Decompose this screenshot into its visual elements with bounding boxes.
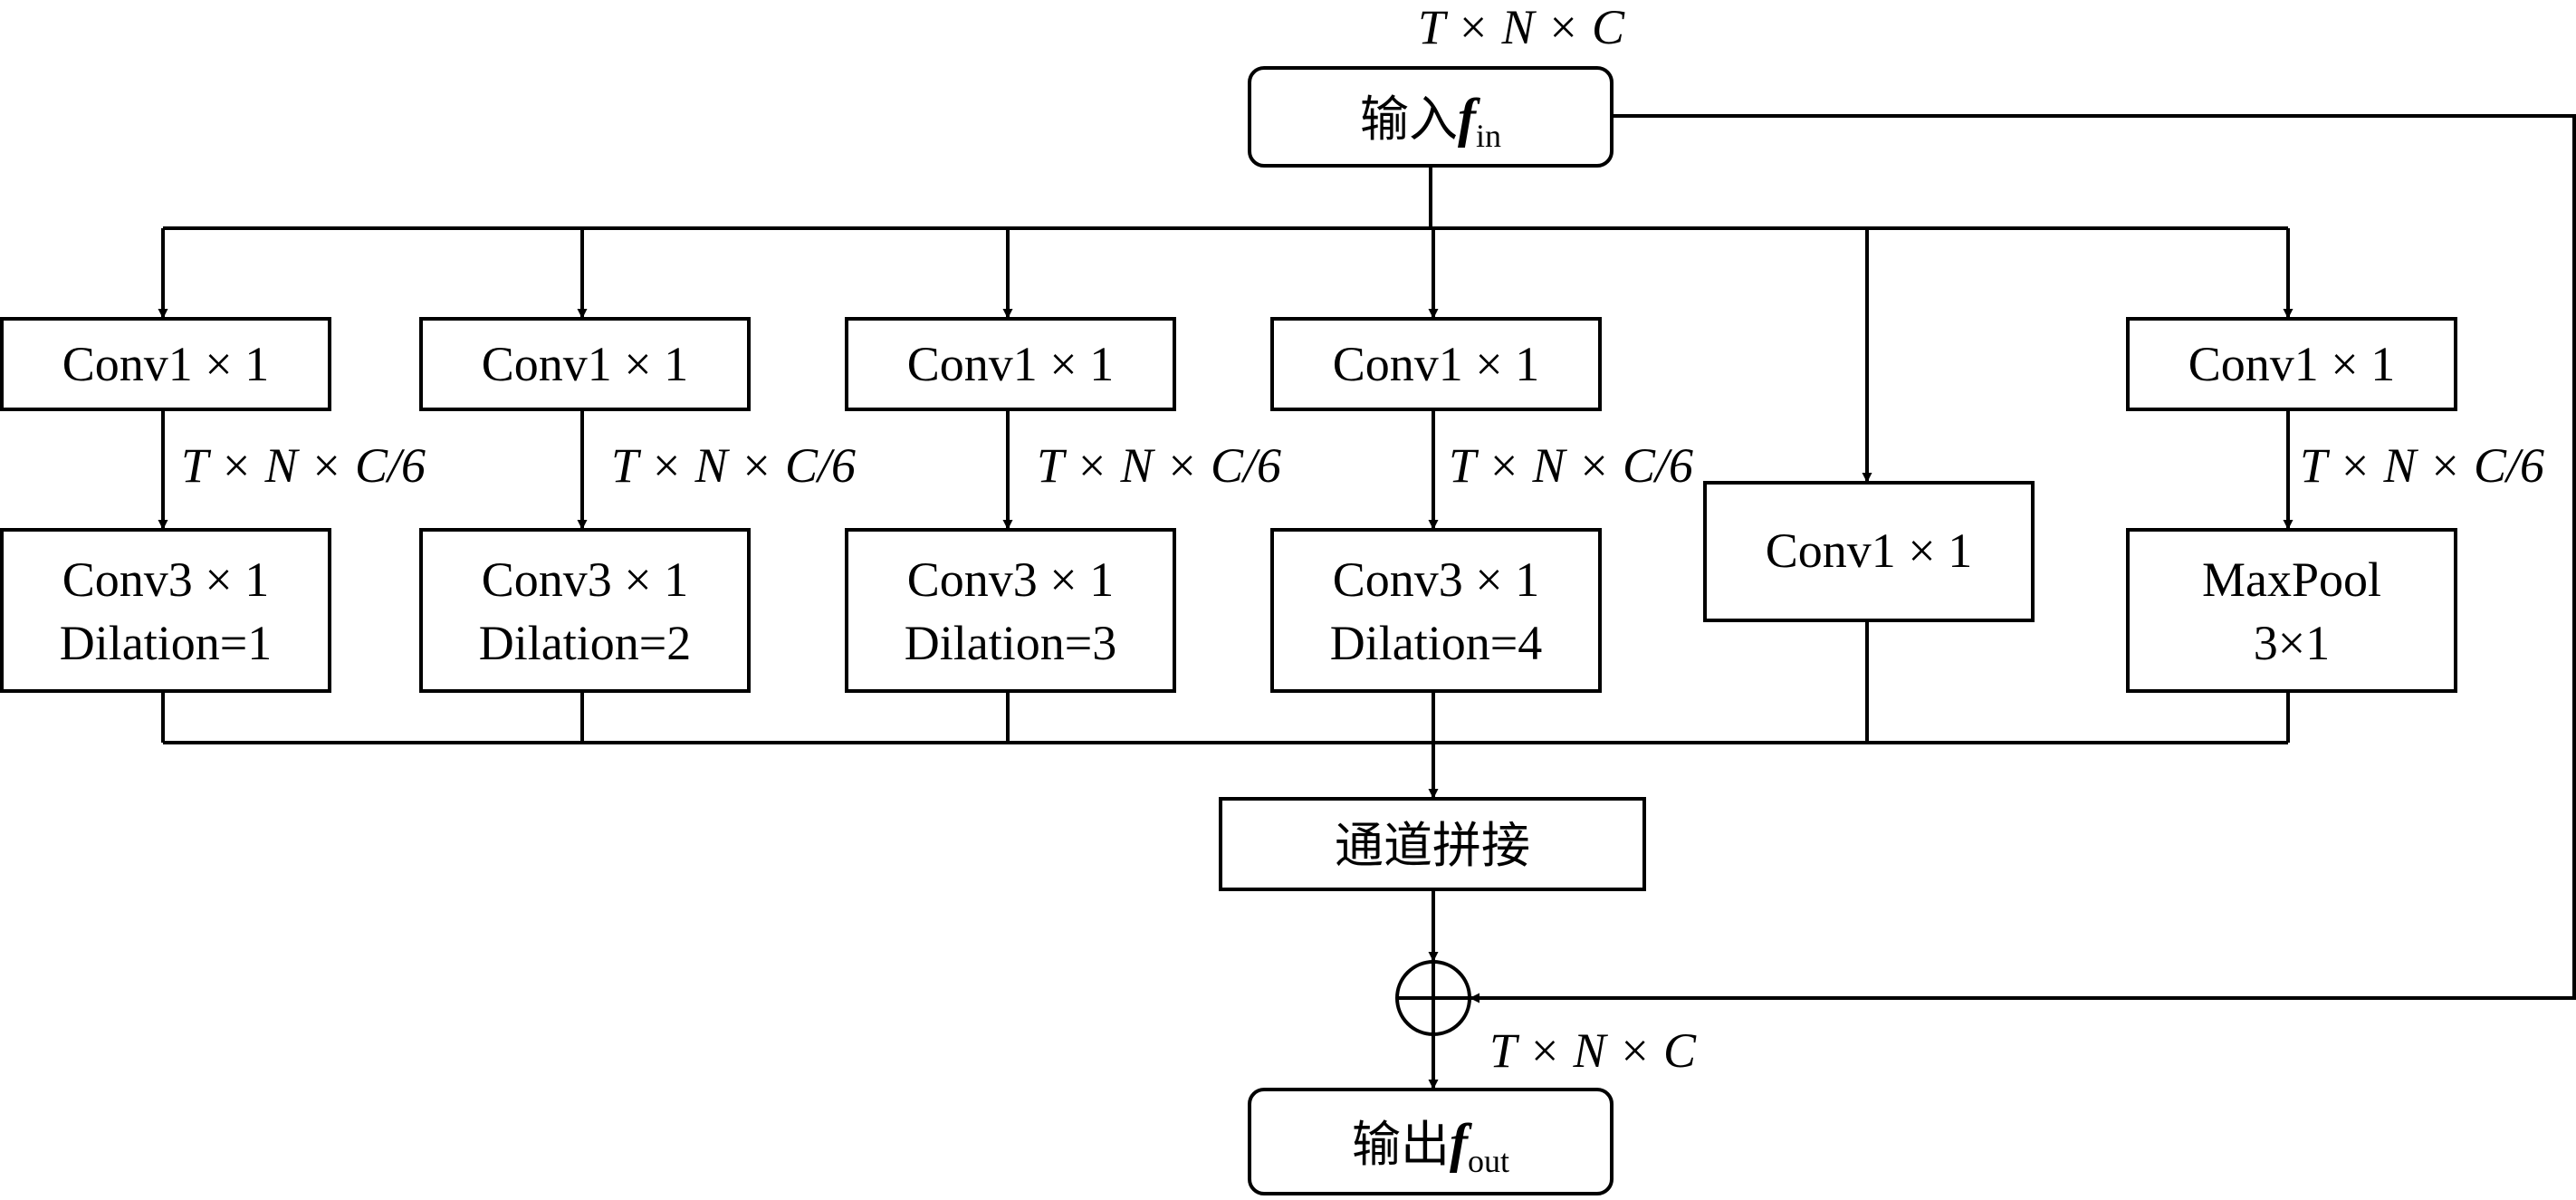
branch-6-op-line2: 3×1: [2254, 616, 2330, 670]
branch-1-op-line1: Conv3 × 1: [62, 552, 269, 607]
branch-2-dim-label: T × N × C/6: [611, 438, 856, 493]
branch-4-conv1-box: [1270, 317, 1602, 411]
branch-5-conv1-box: [1703, 481, 2035, 622]
branch-2-op-line1: Conv3 × 1: [482, 552, 688, 607]
output-label: 输出fout: [1352, 1113, 1509, 1179]
input-subscript: in: [1476, 118, 1501, 154]
branch-3-op-box: [845, 528, 1176, 693]
input-dim-label: T × N × C: [1418, 0, 1625, 54]
branch-2-conv1-label: Conv1 × 1: [482, 337, 688, 391]
branch-4-op-line1: Conv3 × 1: [1333, 552, 1539, 607]
branch-5-conv1-label: Conv1 × 1: [1766, 523, 1972, 578]
output-prefix: 输出: [1352, 1118, 1450, 1172]
branch-1-conv1-label: Conv1 × 1: [62, 337, 269, 391]
output-node: [1248, 1088, 1614, 1195]
concat-label: 通道拼接: [1335, 819, 1530, 873]
branch-1-op-box: [0, 528, 331, 693]
branch-3-op-line1: Conv3 × 1: [907, 552, 1114, 607]
branch-3-dim-label: T × N × C/6: [1037, 438, 1281, 493]
branch-3-conv1-box: [845, 317, 1176, 411]
branch-6-conv1-box: [2126, 317, 2457, 411]
branch-4-conv1-label: Conv1 × 1: [1333, 337, 1539, 391]
branch-2-op-box: [419, 528, 751, 693]
branch-3-conv1-label: Conv1 × 1: [907, 337, 1114, 391]
concat-box: [1219, 797, 1646, 891]
branch-2-conv1-box: [419, 317, 751, 411]
branch-1-op-line2: Dilation=1: [60, 616, 272, 670]
input-label: 输入fin: [1360, 88, 1501, 154]
branch-6-op-box: [2126, 528, 2457, 693]
branch-1-conv1-box: [0, 317, 331, 411]
branch-6-op-line1: MaxPool: [2202, 552, 2381, 607]
branch-3-op-line2: Dilation=3: [905, 616, 1116, 670]
input-prefix: 输入: [1360, 92, 1458, 147]
branch-1-dim-label: T × N × C/6: [181, 438, 426, 493]
output-subscript: out: [1468, 1143, 1509, 1179]
output-dim-label: T × N × C: [1489, 1023, 1697, 1078]
branch-4-dim-label: T × N × C/6: [1449, 438, 1693, 493]
branch-4-op-line2: Dilation=4: [1330, 616, 1542, 670]
branch-2-op-line2: Dilation=2: [479, 616, 691, 670]
branch-6-conv1-label: Conv1 × 1: [2188, 337, 2395, 391]
branch-4-op-box: [1270, 528, 1602, 693]
branch-6-dim-label: T × N × C/6: [2300, 438, 2544, 493]
residual-skip-connection: [1470, 114, 2576, 1003]
